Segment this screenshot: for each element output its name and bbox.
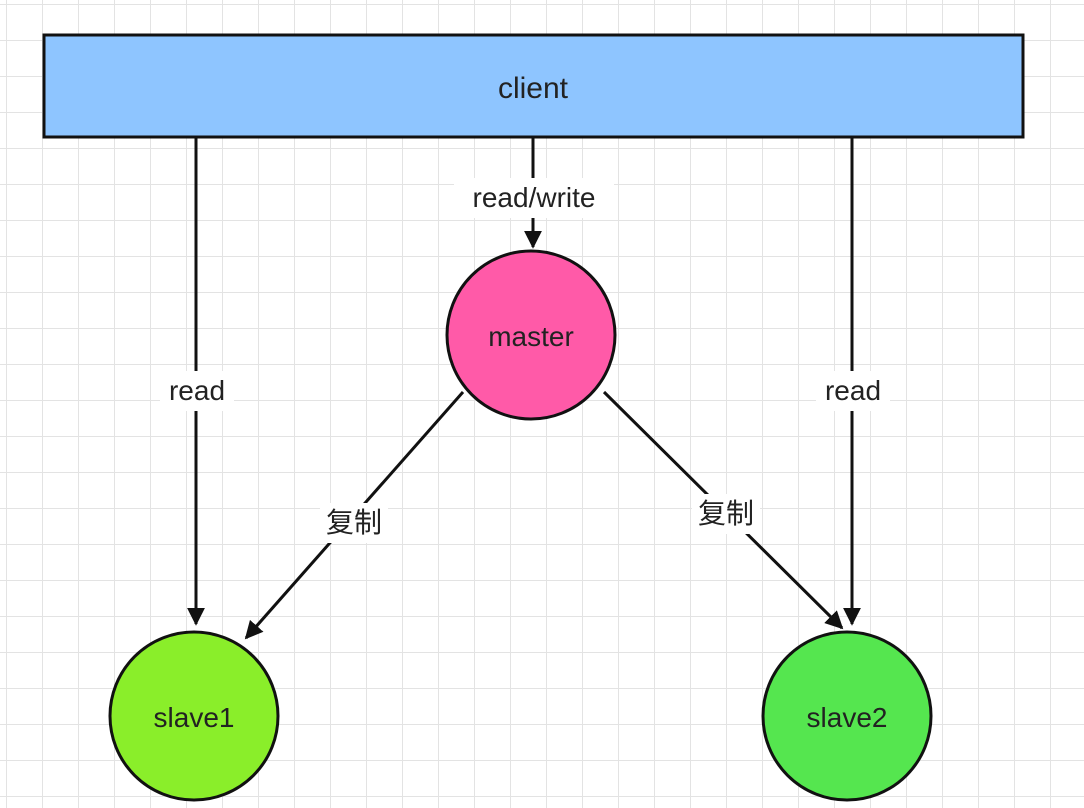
node-slave2: slave2 — [761, 630, 933, 802]
client-label: client — [498, 72, 569, 105]
master-circle — [445, 249, 617, 421]
edge-label-client-master: read/write — [454, 178, 614, 218]
edge-label-read-write: read/write — [473, 182, 596, 213]
edge-label-client-slave2: read — [816, 371, 890, 411]
node-slave1: slave1 — [108, 630, 280, 802]
slave1-circle — [108, 630, 280, 802]
master-label: master — [488, 321, 574, 352]
edge-label-client-slave1: read — [160, 371, 234, 411]
edge-label-master-slave1: 复制 — [320, 503, 388, 543]
slave2-circle — [761, 630, 933, 802]
edge-label-master-slave2: 复制 — [692, 494, 760, 534]
node-client: client — [42, 33, 1025, 139]
edge-label-replicate-left: 复制 — [326, 507, 382, 538]
edge-label-read-left: read — [169, 375, 225, 406]
node-master: master — [445, 249, 617, 421]
slave2-label: slave2 — [807, 702, 888, 733]
slave1-label: slave1 — [154, 702, 235, 733]
client-box — [42, 33, 1025, 139]
edge-label-read-right: read — [825, 375, 881, 406]
edge-label-replicate-right: 复制 — [698, 498, 754, 529]
